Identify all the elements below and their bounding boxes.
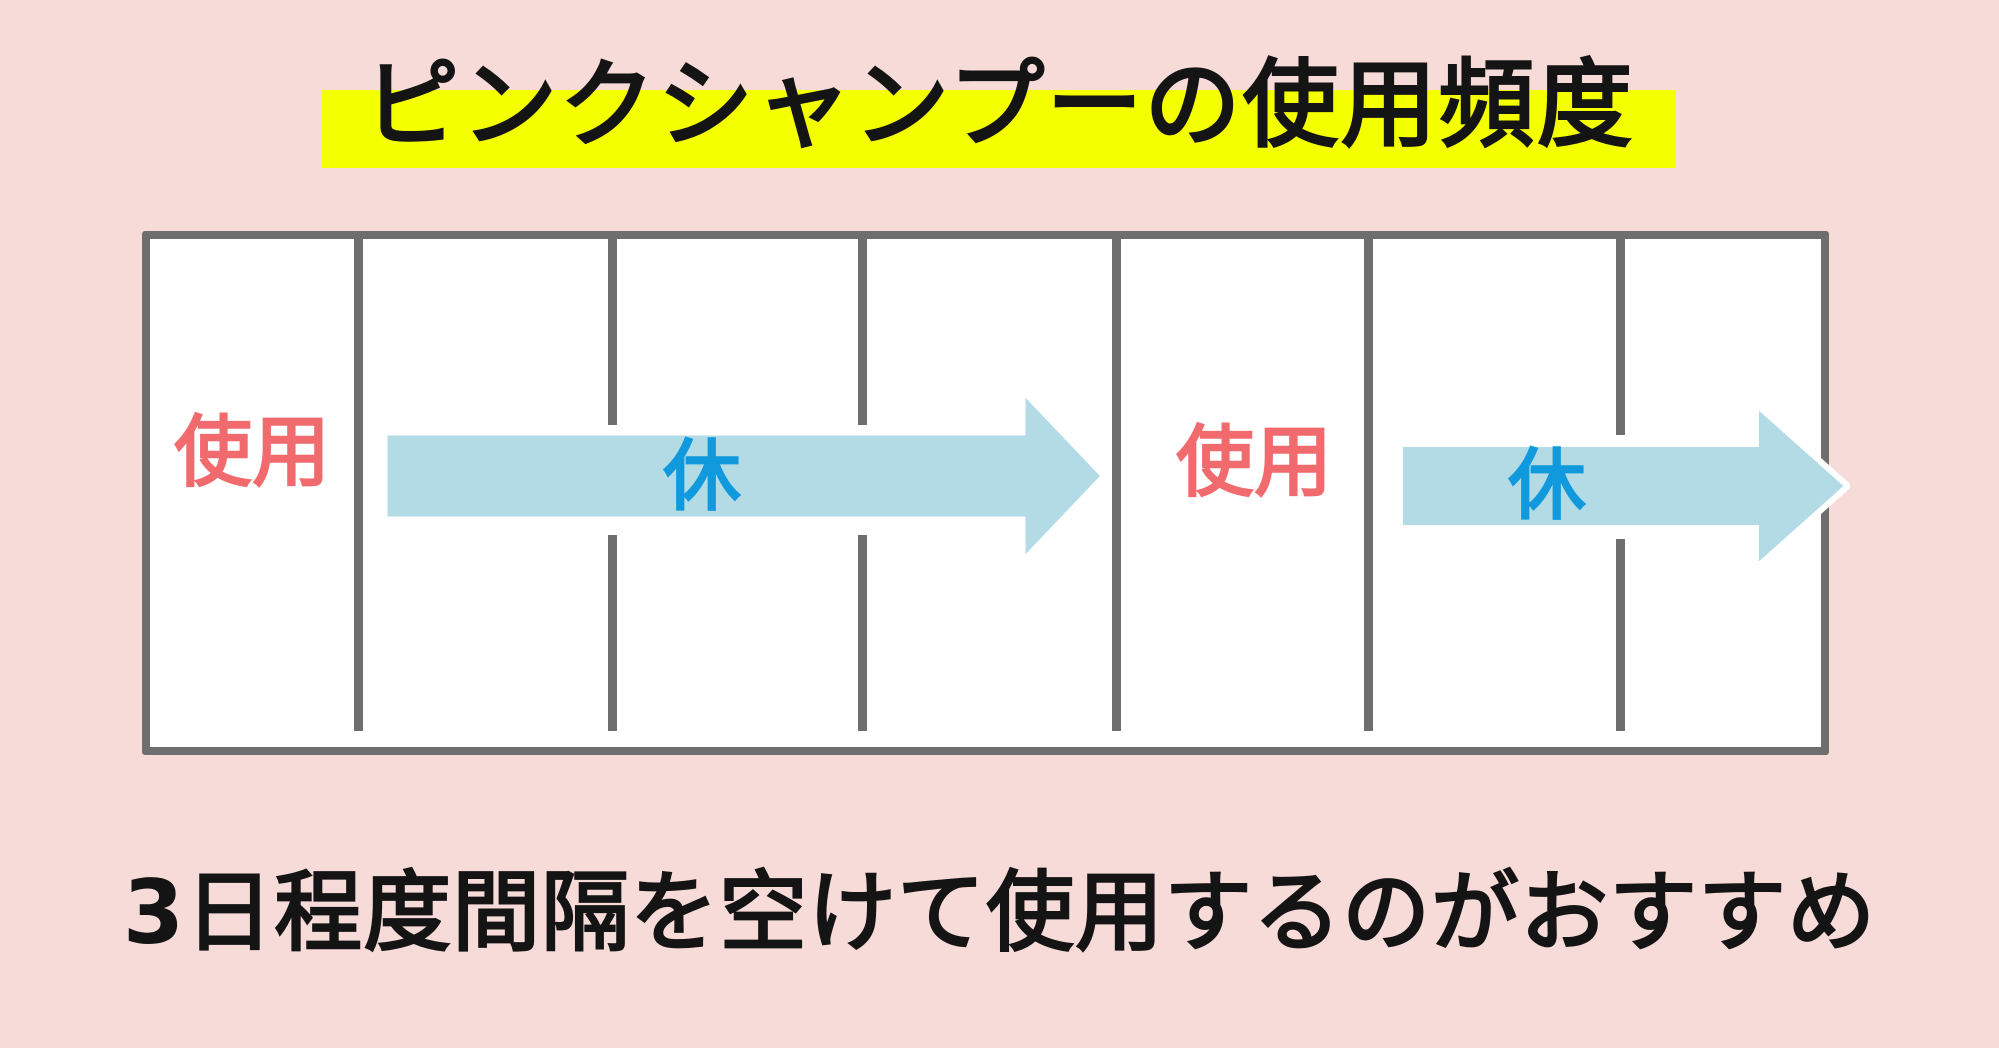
title-block: ピンクシャンプーの使用頻度 [322,40,1676,170]
column-divider [858,535,867,731]
rest-arrow-1 [384,392,1104,560]
title-highlight [322,90,1676,168]
column-divider [608,239,617,425]
column-divider [1112,239,1121,731]
column-divider [858,239,867,425]
column-divider [1364,239,1373,731]
use-label-2: 使用 [1176,418,1333,508]
use-label-1: 使用 [174,408,331,498]
rest-label-2: 休 [1508,441,1587,531]
rest-arrow-2-shape [1398,402,1850,570]
column-divider [608,535,617,731]
rest-arrow-1-shape [384,392,1104,560]
rest-arrow-2 [1398,402,1850,570]
page-title: ピンクシャンプーの使用頻度 [363,49,1635,161]
column-divider [1616,539,1625,731]
rest-label-1: 休 [663,432,742,522]
caption: 3日程度間隔を空けて使用するのがおすすめ [122,861,1877,964]
column-divider [354,239,363,731]
column-divider [1616,239,1625,435]
